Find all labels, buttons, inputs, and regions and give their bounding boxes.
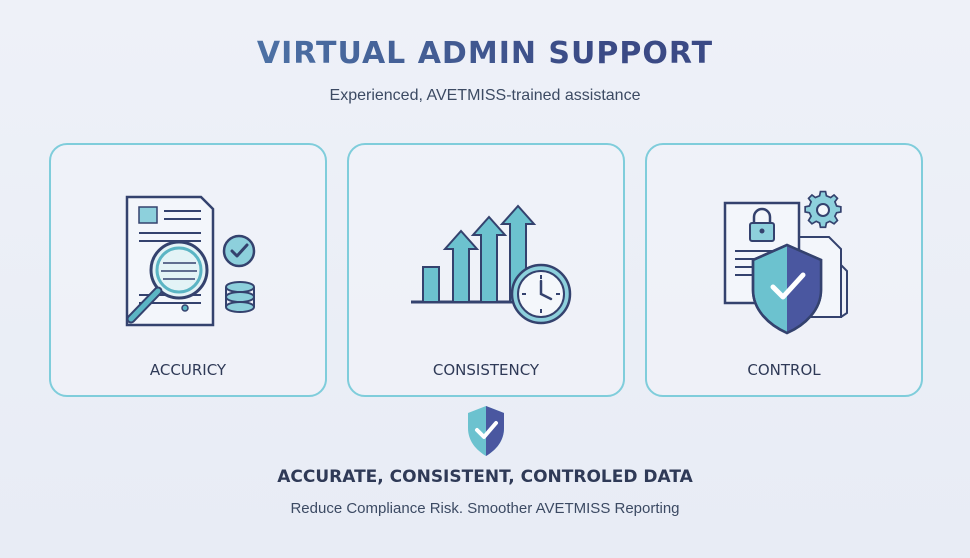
card-accuracy: ACCURICY (49, 143, 327, 397)
card-consistency: CONSISTENCY (347, 143, 625, 397)
summary-description: Reduce Compliance Risk. Smoother AVETMIS… (290, 500, 680, 517)
locked-document-shield-icon (723, 190, 848, 335)
document-magnifier-icon (125, 195, 256, 327)
shield-check-icon (468, 406, 504, 456)
card-label-consistency: CONSISTENCY (432, 361, 540, 379)
page-subtitle: Experienced, AVETMISS-trained assistance (329, 87, 641, 104)
card-control: CONTROL (645, 143, 923, 397)
growth-chart-clock-icon (411, 204, 572, 325)
page-title: VIRTUAL ADMIN SUPPORT (0, 36, 970, 71)
summary-tagline: ACCURATE, CONSISTENT, CONTROLED DATA (277, 467, 693, 487)
card-label-accuracy: ACCURICY (149, 361, 227, 379)
card-label-control: CONTROL (747, 361, 821, 379)
